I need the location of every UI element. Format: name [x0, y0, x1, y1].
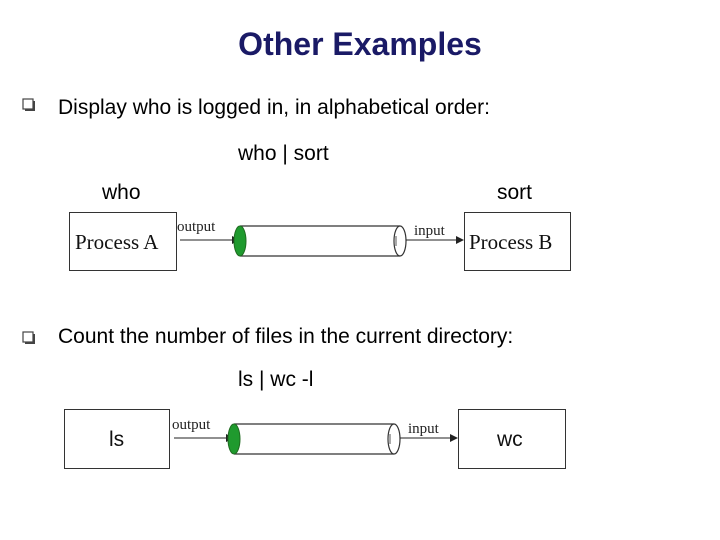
input-label-1: input — [414, 223, 445, 239]
process-a-label: Process A — [75, 230, 159, 254]
checkbox-bullet-icon — [22, 331, 35, 344]
left-label-1: who — [102, 181, 141, 204]
process-b-box: Process B — [464, 212, 571, 271]
command-2: ls | wc -l — [238, 368, 314, 391]
process-a-box: Process A — [69, 212, 177, 271]
right-label-1: sort — [497, 181, 533, 204]
command-1: who | sort — [238, 142, 329, 165]
ls-label: ls — [109, 428, 125, 451]
wc-box: wc — [458, 409, 566, 469]
process-b-label: Process B — [469, 230, 553, 254]
wc-label: wc — [497, 428, 523, 451]
checkbox-bullet-icon — [22, 98, 35, 111]
output-label-1: output — [177, 219, 216, 235]
page-title: Other Examples — [238, 26, 482, 62]
output-label-2: output — [172, 417, 211, 433]
bullet-text-1: Display who is logged in, in alphabetica… — [58, 96, 490, 119]
bullet-text-2: Count the number of files in the current… — [58, 325, 514, 348]
ls-box: ls — [64, 409, 170, 469]
input-label-2: input — [408, 421, 439, 437]
